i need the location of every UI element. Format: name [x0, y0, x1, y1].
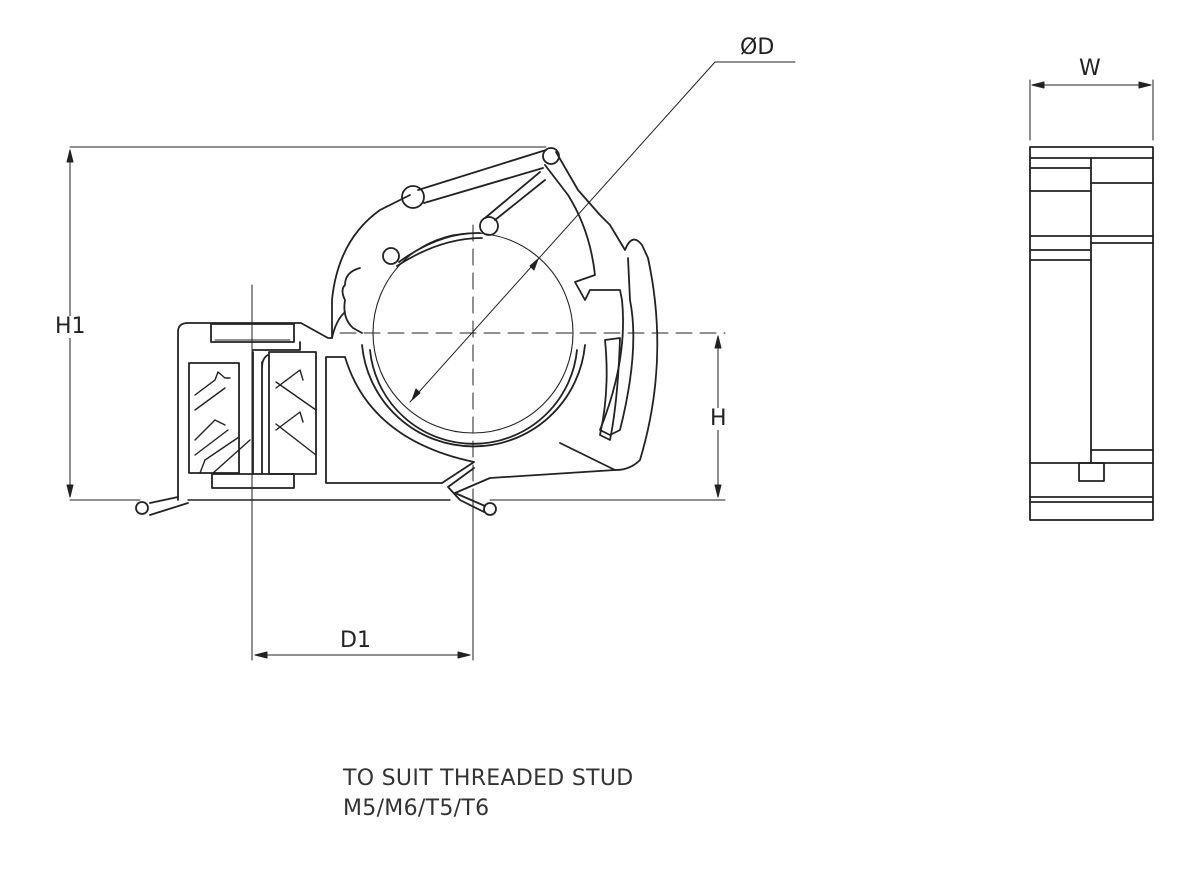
inner-arc — [396, 232, 483, 267]
ball-joint — [542, 147, 560, 165]
stud-channel — [252, 341, 301, 475]
right-slot — [599, 337, 621, 441]
latch-arm — [484, 171, 546, 221]
centerlines — [251, 224, 726, 661]
h1-label: H1 — [55, 314, 86, 339]
d1-label: D1 — [340, 628, 371, 653]
right-foot — [447, 467, 616, 513]
dimension-lines — [66, 61, 796, 661]
left-foot — [149, 496, 189, 516]
foot-ball — [135, 501, 149, 515]
note-line-1: TO SUIT THREADED STUD — [343, 766, 634, 791]
ball-joint — [401, 185, 425, 209]
top-strap — [417, 149, 547, 204]
h-label: H — [710, 406, 727, 431]
saddle-block — [325, 356, 475, 484]
side-view — [1029, 79, 1154, 521]
w-label: W — [1079, 56, 1101, 81]
foot-ball — [483, 502, 497, 516]
note-line-2: M5/M6/T5/T6 — [343, 796, 490, 821]
base-outline — [177, 194, 411, 501]
spring-box-right — [268, 351, 317, 475]
left-wall — [331, 267, 363, 339]
nut-bottom — [211, 473, 295, 489]
ball-joint — [479, 216, 499, 236]
diameter-label: ØD — [740, 35, 775, 60]
right-arm-inner — [544, 164, 635, 436]
ball-joint — [382, 247, 400, 265]
diameter-leader — [409, 61, 716, 403]
front-view-clip — [135, 147, 659, 516]
